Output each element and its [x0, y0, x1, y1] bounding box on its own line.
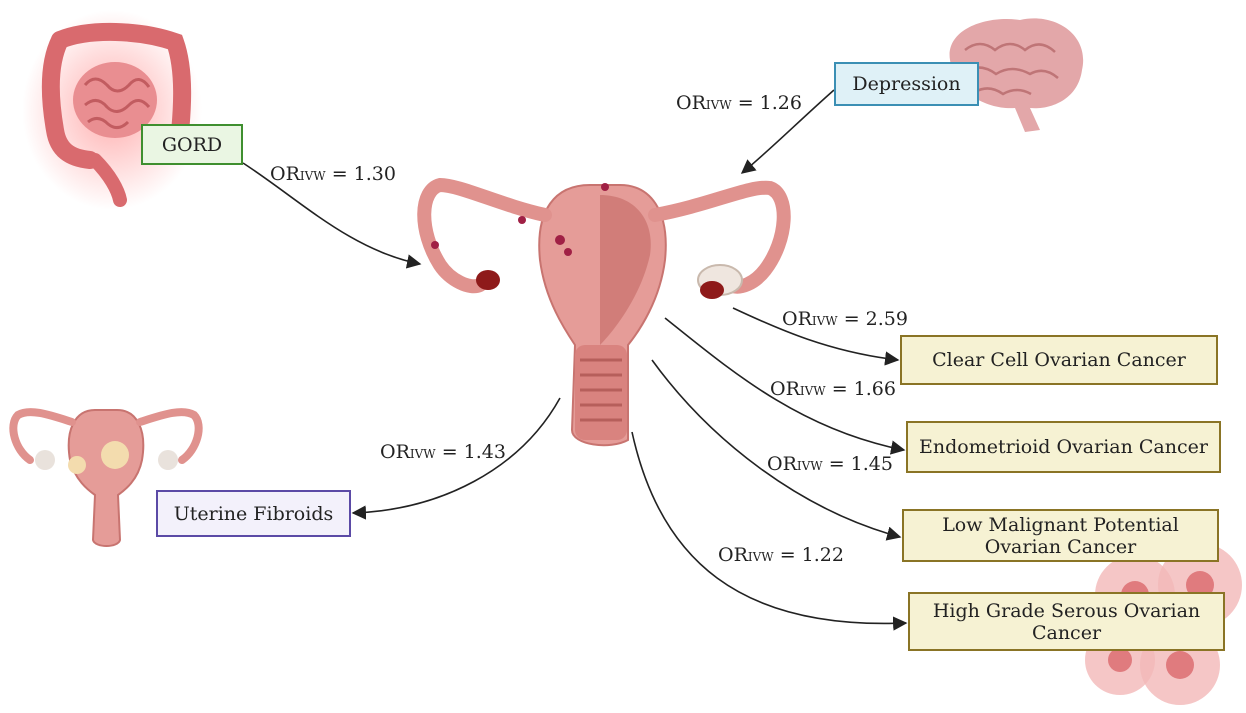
gord-box: GORD	[141, 124, 243, 165]
low-malignant-label-line1: Low Malignant Potential	[942, 514, 1179, 536]
or-label-depression: ORIVW = 1.26	[676, 92, 802, 114]
or-label-clear-cell: ORIVW = 2.59	[782, 308, 908, 330]
clear-cell-label: Clear Cell Ovarian Cancer	[932, 349, 1186, 371]
low-malignant-box: Low Malignant Potential Ovarian Cancer	[902, 509, 1219, 562]
or-label-gord: ORIVW = 1.30	[270, 163, 396, 185]
low-malignant-label-line2: Ovarian Cancer	[985, 536, 1136, 558]
endometrioid-label: Endometrioid Ovarian Cancer	[919, 436, 1208, 458]
intestine-illustration	[22, 10, 202, 210]
or-label-endometrioid: ORIVW = 1.66	[770, 378, 896, 400]
endometrioid-box: Endometrioid Ovarian Cancer	[906, 421, 1221, 473]
or-label-low-malignant: ORIVW = 1.45	[767, 453, 893, 475]
uterus-illustration	[424, 183, 783, 445]
depression-box: Depression	[834, 62, 979, 106]
uterine-fibroids-box: Uterine Fibroids	[156, 490, 351, 537]
uterine-fibroids-label: Uterine Fibroids	[174, 503, 334, 525]
depression-label: Depression	[852, 73, 960, 95]
high-grade-label-line1: High Grade Serous Ovarian	[933, 600, 1200, 622]
gord-label: GORD	[162, 134, 222, 156]
clear-cell-box: Clear Cell Ovarian Cancer	[900, 335, 1218, 385]
or-label-uterine-fibroids: ORIVW = 1.43	[380, 441, 506, 463]
high-grade-box: High Grade Serous Ovarian Cancer	[908, 592, 1225, 651]
high-grade-label-line2: Cancer	[1032, 622, 1101, 644]
or-label-high-grade: ORIVW = 1.22	[718, 544, 844, 566]
